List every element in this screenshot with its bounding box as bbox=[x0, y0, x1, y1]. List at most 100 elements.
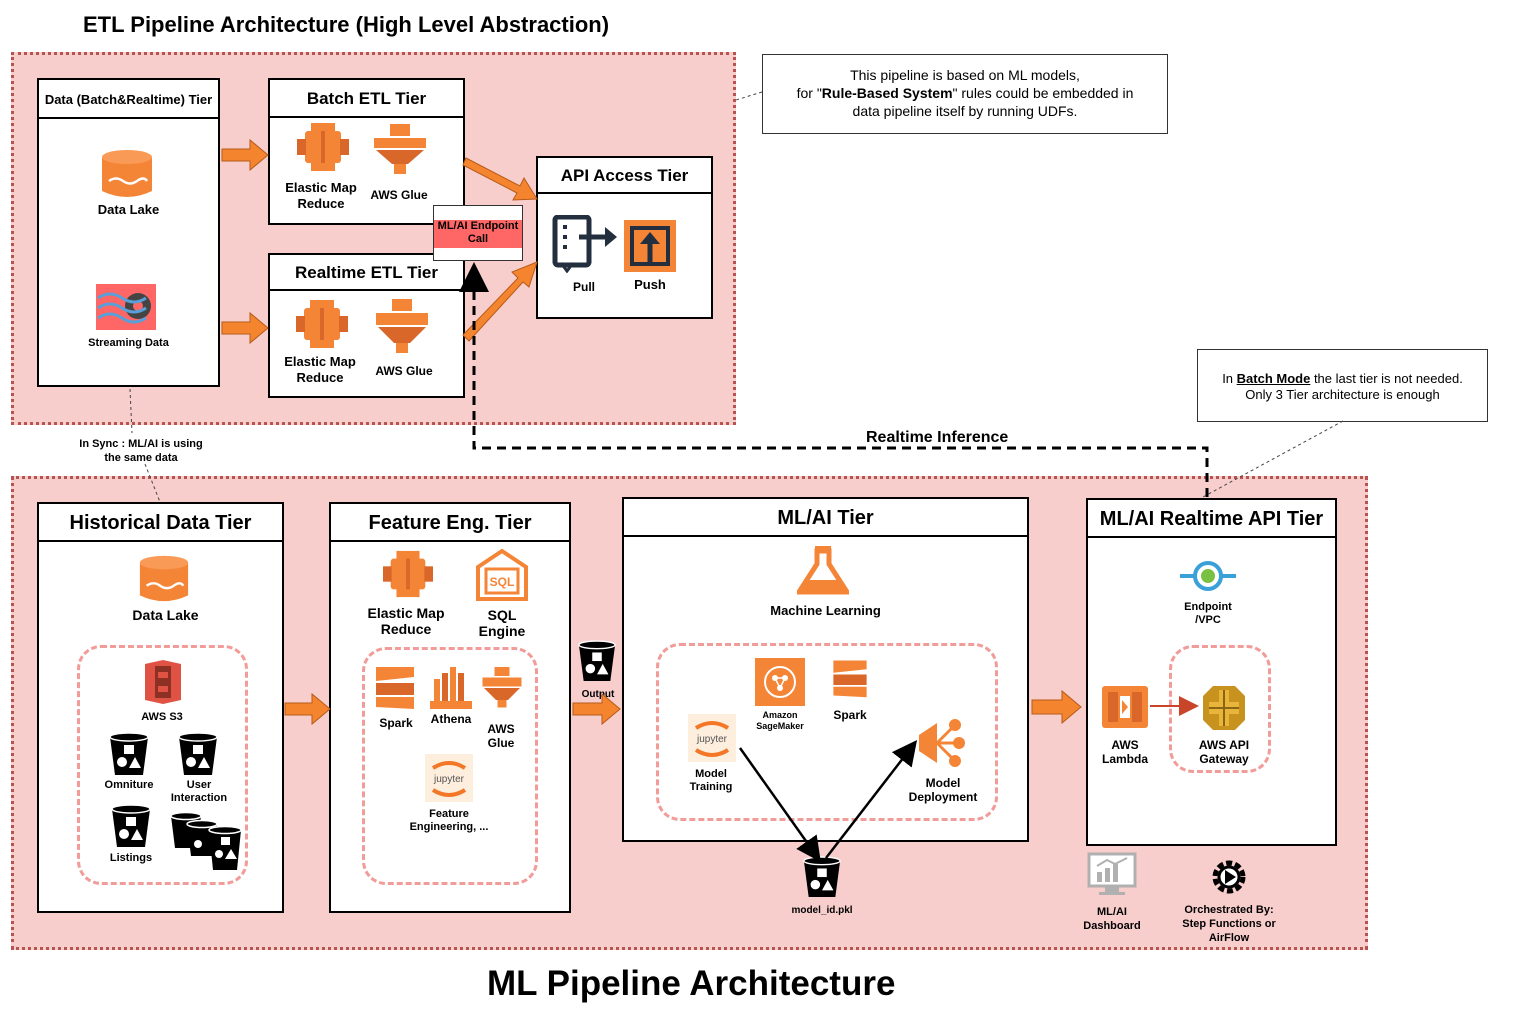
buckets-stack-icon bbox=[170, 812, 242, 870]
in-sync-line1: In Sync : ML/AI is using bbox=[79, 438, 203, 450]
endpoint-call-line1: ML/AI Endpoint bbox=[437, 220, 519, 232]
realtime-etl-header: Realtime ETL Tier bbox=[270, 255, 463, 291]
rule-based-note: This pipeline is based on ML models, for… bbox=[762, 54, 1168, 134]
lambda-line1: AWS bbox=[1111, 738, 1139, 752]
gateway-line1: AWS API bbox=[1198, 738, 1250, 752]
training-line2: Training bbox=[689, 781, 733, 793]
glue-icon bbox=[374, 124, 426, 174]
sagemaker-label: Amazon SageMaker bbox=[745, 710, 815, 732]
user-line2: Interaction bbox=[170, 792, 228, 804]
listings-label: Listings bbox=[109, 852, 153, 864]
historical-header: Historical Data Tier bbox=[39, 504, 282, 542]
output-label: Output bbox=[581, 689, 615, 700]
orch-line3: AirFlow bbox=[1208, 932, 1250, 944]
emr-icon bbox=[297, 123, 349, 171]
realtime-api-header: ML/AI Realtime API Tier bbox=[1088, 500, 1335, 538]
model-bucket-icon bbox=[803, 856, 841, 898]
fe-emr-line1: Elastic Map bbox=[367, 605, 445, 621]
api-access-header: API Access Tier bbox=[538, 158, 711, 194]
in-sync-line2: the same data bbox=[104, 452, 178, 464]
database-icon bbox=[139, 555, 189, 602]
sql-icon-text: SQL bbox=[490, 575, 515, 589]
batch-note-pre: In bbox=[1222, 371, 1237, 386]
fe-line1: Feature bbox=[429, 808, 469, 820]
machine-learning-icon bbox=[797, 546, 849, 595]
orchestrated-label: Orchestrated By: Step Functions or AirFl… bbox=[1172, 903, 1286, 945]
fe-glue-line1: AWS bbox=[487, 722, 515, 736]
feature-eng-tier: Feature Eng. Tier Elastic Map Reduce SQL… bbox=[329, 502, 571, 913]
omniture-label: Omniture bbox=[104, 779, 154, 791]
batch-note-bold: Batch Mode bbox=[1236, 371, 1311, 386]
orch-line1: Orchestrated By: bbox=[1184, 904, 1274, 916]
batch-note-line1: In Batch Mode the last tier is not neede… bbox=[1198, 371, 1487, 387]
endpoint-line1: Endpoint bbox=[1184, 601, 1232, 613]
athena-label: Athena bbox=[430, 712, 472, 726]
model-deployment-label: Model Deployment bbox=[902, 776, 984, 804]
sql-line2: Engine bbox=[478, 623, 526, 639]
realtime-emr-label: Elastic Map Reduce bbox=[270, 354, 370, 386]
batch-emr-label: Elastic Map Reduce bbox=[273, 180, 369, 212]
batch-note-line2: Only 3 Tier architecture is enough bbox=[1245, 387, 1440, 402]
ml-spark-label: Spark bbox=[833, 708, 867, 722]
streaming-data-label: Streaming Data bbox=[88, 337, 169, 349]
rule-note-line3: data pipeline itself by running UDFs. bbox=[852, 103, 1078, 119]
step-functions-icon bbox=[1212, 860, 1246, 894]
model-file-label: model_id.pkl bbox=[791, 905, 853, 916]
jupyter-icon: jupyter bbox=[688, 714, 736, 762]
endpoint-call-doc: ML/AI Endpoint Call bbox=[433, 205, 523, 261]
user-interaction-label: User Interaction bbox=[163, 779, 235, 805]
batch-emr-line1: Elastic Map bbox=[285, 180, 357, 195]
fe-line2: Engineering, ... bbox=[409, 821, 489, 833]
bucket-icon bbox=[178, 733, 218, 775]
realtime-emr-line2: Reduce bbox=[296, 370, 344, 385]
batch-etl-header: Batch ETL Tier bbox=[270, 80, 463, 118]
emr-icon bbox=[296, 300, 348, 348]
training-line1: Model bbox=[695, 768, 727, 780]
pull-icon bbox=[552, 215, 617, 273]
api-gateway-icon bbox=[1203, 686, 1245, 730]
rule-note-line2: for "Rule-Based System" rules could be e… bbox=[763, 84, 1167, 102]
ml-title: ML Pipeline Architecture bbox=[487, 964, 896, 1003]
deploy-line2: Deployment bbox=[908, 790, 978, 804]
batch-note-post: the last tier is not needed. bbox=[1310, 371, 1463, 386]
data-sources-group bbox=[77, 645, 248, 885]
dashboard-line1: ML/AI bbox=[1097, 906, 1127, 918]
user-line1: User bbox=[186, 779, 212, 791]
fe-glue-label: AWS Glue bbox=[476, 722, 526, 750]
deploy-line1: Model bbox=[925, 776, 961, 790]
batch-emr-line2: Reduce bbox=[297, 196, 345, 211]
in-sync-label: In Sync : ML/AI is using the same data bbox=[61, 437, 221, 465]
data-lake-label: Data Lake bbox=[97, 202, 160, 217]
endpoint-label: Endpoint /VPC bbox=[1168, 601, 1248, 627]
feature-tools-group bbox=[362, 647, 538, 885]
glue-icon bbox=[482, 667, 522, 708]
api-access-tier: API Access Tier Pull Push bbox=[536, 156, 713, 319]
batch-glue-label: AWS Glue bbox=[370, 188, 428, 202]
spark-icon bbox=[833, 660, 867, 698]
database-icon bbox=[102, 150, 152, 197]
orch-line2: Step Functions or bbox=[1182, 918, 1276, 930]
bucket-icon bbox=[109, 733, 149, 775]
realtime-emr-line1: Elastic Map bbox=[284, 354, 356, 369]
machine-learning-label: Machine Learning bbox=[770, 603, 881, 618]
rule-note-link bbox=[735, 91, 763, 101]
realtime-api-tier: ML/AI Realtime API Tier Endpoint /VPC bbox=[1086, 498, 1337, 846]
endpoint-icon bbox=[1180, 561, 1236, 591]
sql-line1: SQL bbox=[487, 607, 517, 623]
fe-emr-line2: Reduce bbox=[380, 621, 432, 637]
api-services-group bbox=[1169, 645, 1271, 773]
sagemaker-line2: SageMaker bbox=[756, 721, 804, 731]
model-deployment-icon bbox=[919, 719, 965, 767]
feature-eng-header: Feature Eng. Tier bbox=[331, 504, 569, 542]
data-tier-header: Data (Batch&Realtime) Tier bbox=[39, 80, 218, 119]
sagemaker-line1: Amazon bbox=[762, 710, 798, 720]
realtime-inference-label: Realtime Inference bbox=[866, 429, 1009, 446]
rule-note-line1: This pipeline is based on ML models, bbox=[850, 67, 1080, 83]
rule-note-bold: Rule-Based System bbox=[821, 85, 953, 101]
fe-glue-line2: Glue bbox=[487, 736, 515, 750]
batch-etl-tier: Batch ETL Tier Elastic Map Reduce AWS Gl… bbox=[268, 78, 465, 225]
sql-engine-icon: SQL bbox=[476, 549, 528, 601]
batch-mode-note: In Batch Mode the last tier is not neede… bbox=[1197, 349, 1488, 422]
ml-jupyter-text: jupyter bbox=[696, 734, 728, 745]
model-training-label: Model Training bbox=[676, 768, 746, 794]
